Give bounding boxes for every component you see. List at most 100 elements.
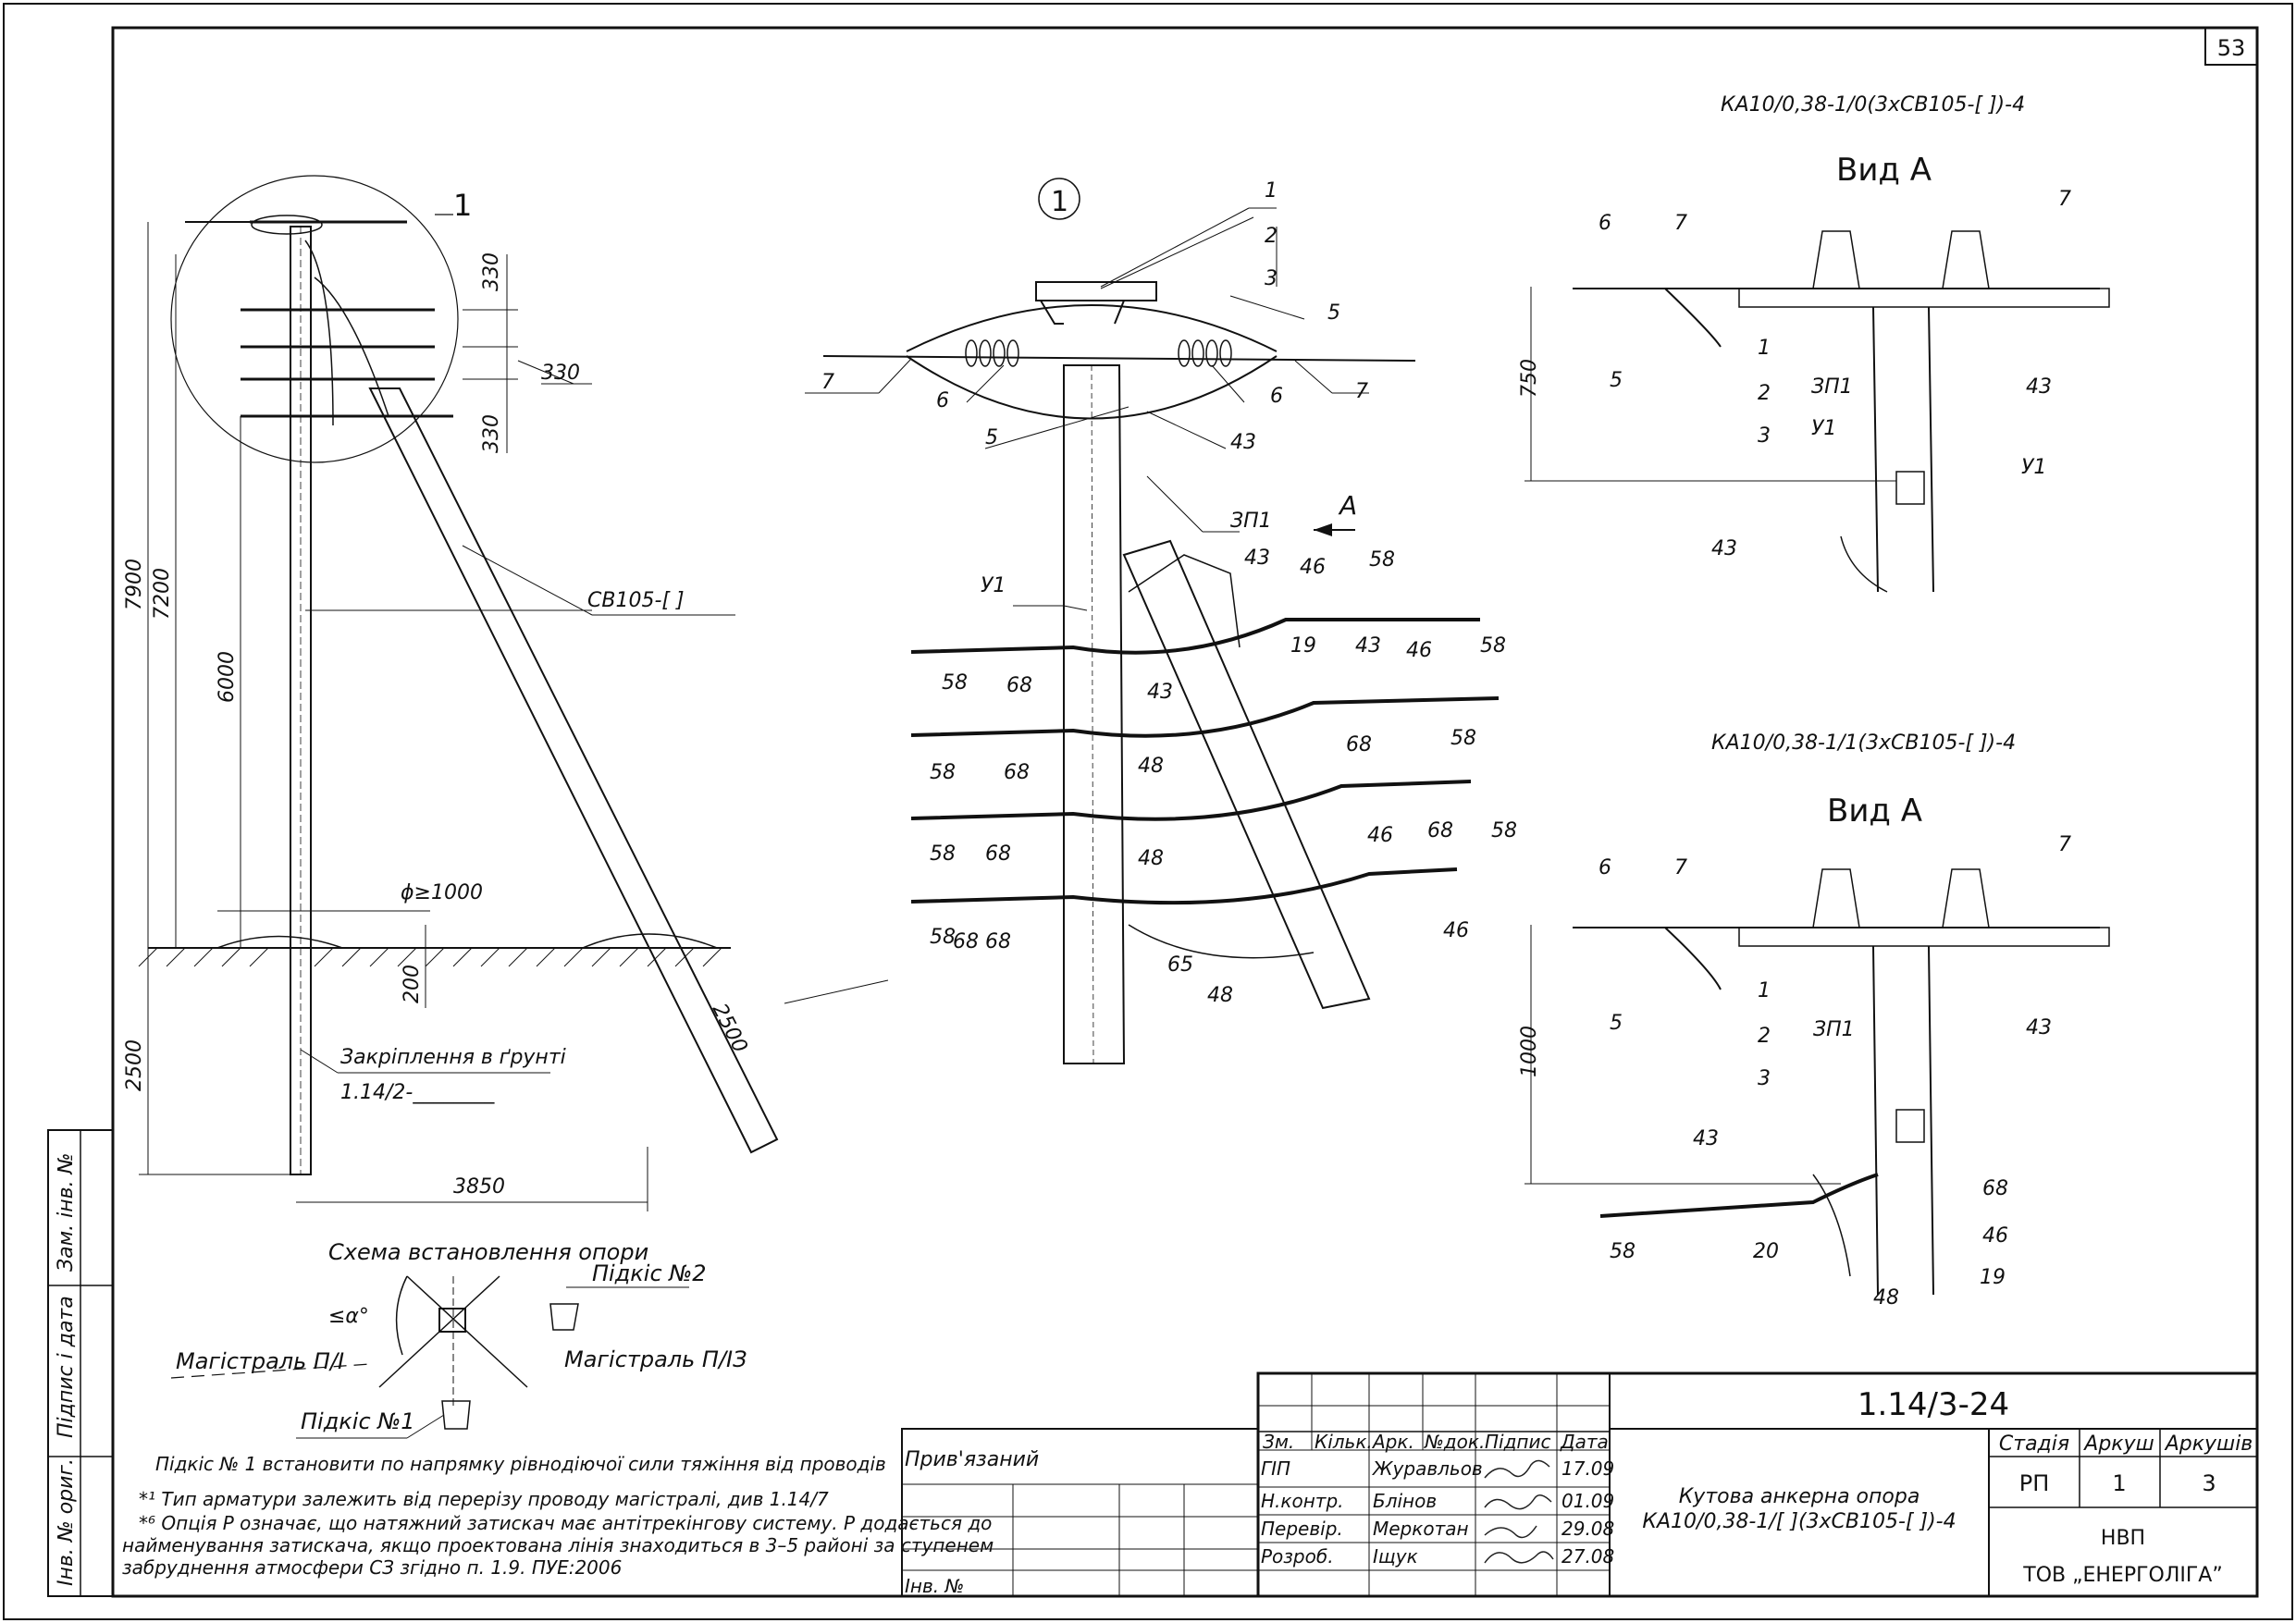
view-a-top-dim: 750 — [1518, 359, 1541, 398]
brace-2-marker — [549, 1303, 579, 1331]
tb-header-3: №док. — [1424, 1431, 1485, 1453]
tb-stage-header: Стадія — [1999, 1432, 2069, 1456]
ground-fix-ref: 1.14/2-________ — [340, 1081, 495, 1104]
view-a-bottom-title: Вид А — [1827, 793, 1922, 830]
tb-date-2: 29.08 — [1562, 1518, 1614, 1540]
view-a-bottom-dim: 1000 — [1518, 1026, 1541, 1077]
tb-stage: РП — [2019, 1470, 2050, 1496]
tb-role-3: Розроб. — [1261, 1545, 1334, 1568]
va-bot-label-48: 48 — [1873, 1286, 1899, 1309]
va-bot-label-7b: 7 — [2058, 833, 2071, 856]
tb-date-3: 27.08 — [1562, 1545, 1614, 1568]
tb-header-1: Кільк. — [1315, 1431, 1373, 1453]
detail-label-58c: 58 — [942, 671, 968, 695]
tb-role-2: Перевір. — [1261, 1518, 1343, 1540]
detail-label-2: 2 — [1265, 225, 1278, 248]
title-block: Зм. Кільк. Арк. №док. Підпис Дата ГІП Жу… — [1256, 1371, 2259, 1598]
detail-label-7-left: 7 — [821, 371, 834, 394]
va-top-label-1: 1 — [1758, 337, 1771, 360]
notes: Підкіс № 1 встановити по напрямку рівнод… — [122, 1453, 994, 1579]
detail-marker-text: 1 — [1051, 186, 1068, 218]
va-top-label-u1a: У1 — [1811, 417, 1836, 440]
detail-label-48c: 48 — [1207, 984, 1233, 1007]
detail-label-46c: 46 — [1367, 824, 1393, 847]
tb-name-2: Меркотан — [1373, 1518, 1469, 1540]
detail-label-43b: 43 — [1244, 547, 1270, 570]
va-bot-label-19: 19 — [1980, 1266, 2006, 1289]
va-top-label-2: 2 — [1758, 382, 1771, 405]
detail-label-u1: У1 — [981, 574, 1006, 597]
scheme-brace2: Підкіс №2 — [592, 1260, 707, 1286]
outer-frame — [3, 3, 2293, 1620]
detail-label-48b: 48 — [1138, 847, 1164, 870]
tb-desc-1: Кутова анкерна опора — [1679, 1485, 1920, 1508]
tb-code: 1.14/3-24 — [1858, 1386, 2009, 1423]
note-3: *⁶ Опція Р означає, що натяжний затискач… — [139, 1512, 992, 1534]
detail-label-5: 5 — [1327, 301, 1340, 325]
view-a-top-title: Вид А — [1836, 152, 1932, 189]
detail-label-58g: 58 — [1491, 819, 1517, 842]
va-bot-label-46: 46 — [1982, 1224, 2008, 1248]
va-bot-label-5: 5 — [1610, 1012, 1623, 1035]
tb-role-0: ГІП — [1261, 1457, 1290, 1480]
detail-label-5b: 5 — [985, 426, 998, 449]
detail-label-68b: 68 — [1004, 761, 1030, 784]
detail-label-7-right: 7 — [1355, 380, 1368, 403]
detail-label-zp1: ЗП1 — [1230, 510, 1272, 533]
tb-name-1: Блінов — [1373, 1490, 1437, 1512]
va-bot-label-20: 20 — [1753, 1240, 1779, 1263]
detail-label-58a: 58 — [1369, 548, 1395, 572]
scheme-title: Схема встановлення опори — [328, 1239, 648, 1265]
side-stamp-0: Зам. інв. № — [55, 1153, 78, 1273]
scheme-main-right: Магістраль П/ІЗ — [564, 1346, 747, 1372]
detail-label-68e: 68 — [1427, 819, 1453, 842]
detail-label-68f: 68 — [985, 930, 1011, 953]
dim-7200: 7200 — [151, 568, 174, 620]
detail-label-58f: 58 — [930, 842, 956, 866]
va-bot-label-3: 3 — [1758, 1067, 1771, 1090]
scheme-angle: ≤α° — [328, 1305, 369, 1328]
bound-title: Прив'язаний — [905, 1448, 1039, 1471]
dim-3850: 3850 — [453, 1175, 505, 1199]
brace-1-marker — [441, 1400, 471, 1430]
installation-scheme: Схема встановлення опори ≤α° Підкіс №2 П… — [170, 1239, 747, 1439]
va-top-label-7b: 7 — [2058, 188, 2071, 211]
va-bot-label-68: 68 — [1982, 1177, 2008, 1200]
tb-name-3: Іщук — [1373, 1545, 1418, 1568]
note-4: найменування затискача, якщо проектована… — [122, 1534, 994, 1556]
va-top-label-7a: 7 — [1674, 212, 1687, 235]
detail-marker-1 — [1038, 178, 1080, 220]
side-stamp: Зам. інв. № Підпис і дата Інв. № ориг. — [47, 1129, 114, 1597]
detail-label-43c: 43 — [1355, 634, 1381, 658]
detail-label-43d: 43 — [1147, 681, 1173, 704]
detail-label-3: 3 — [1265, 267, 1278, 290]
va-bot-label-43a: 43 — [2026, 1016, 2052, 1039]
main-pole-view: 1 330 330 330 7900 7200 6000 2500 3850 2… — [123, 175, 889, 1211]
tb-org-1: НВП — [2101, 1527, 2145, 1550]
tb-header-4: Підпис — [1485, 1431, 1551, 1453]
page-number: 53 — [2217, 35, 2246, 61]
va-top-label-5: 5 — [1610, 369, 1623, 392]
tb-org-2: ТОВ „ЕНЕРГОЛІГА” — [2022, 1564, 2222, 1587]
scheme-main-left: Магістраль П/І — [176, 1348, 344, 1374]
tb-name-0: Журавльов — [1371, 1457, 1483, 1480]
va-bot-label-58: 58 — [1610, 1240, 1636, 1263]
detail-label-68g: 68 — [953, 930, 979, 953]
dim-7900: 7900 — [123, 559, 146, 610]
tb-sheet: 1 — [2112, 1470, 2126, 1496]
detail-label-58b: 58 — [1480, 634, 1506, 658]
va-top-label-43b: 43 — [1711, 537, 1737, 560]
detail-label-58e: 58 — [1450, 727, 1476, 750]
signatures — [1484, 1459, 1554, 1564]
note-1: Підкіс № 1 встановити по напрямку рівнод… — [155, 1453, 886, 1475]
tb-role-1: Н.контр. — [1261, 1490, 1344, 1512]
va-bot-label-7a: 7 — [1674, 856, 1687, 879]
side-stamp-1: Підпис і дата — [55, 1296, 78, 1438]
dim-330-a: 330 — [480, 252, 503, 291]
detail-label-58d: 58 — [930, 761, 956, 784]
va-bot-label-43b: 43 — [1693, 1127, 1719, 1150]
tb-header-2: Арк. — [1371, 1431, 1414, 1453]
tb-date-1: 01.09 — [1562, 1490, 1614, 1512]
tb-sheets-header: Аркушів — [2164, 1432, 2253, 1456]
detail-label-46b: 46 — [1406, 639, 1432, 662]
